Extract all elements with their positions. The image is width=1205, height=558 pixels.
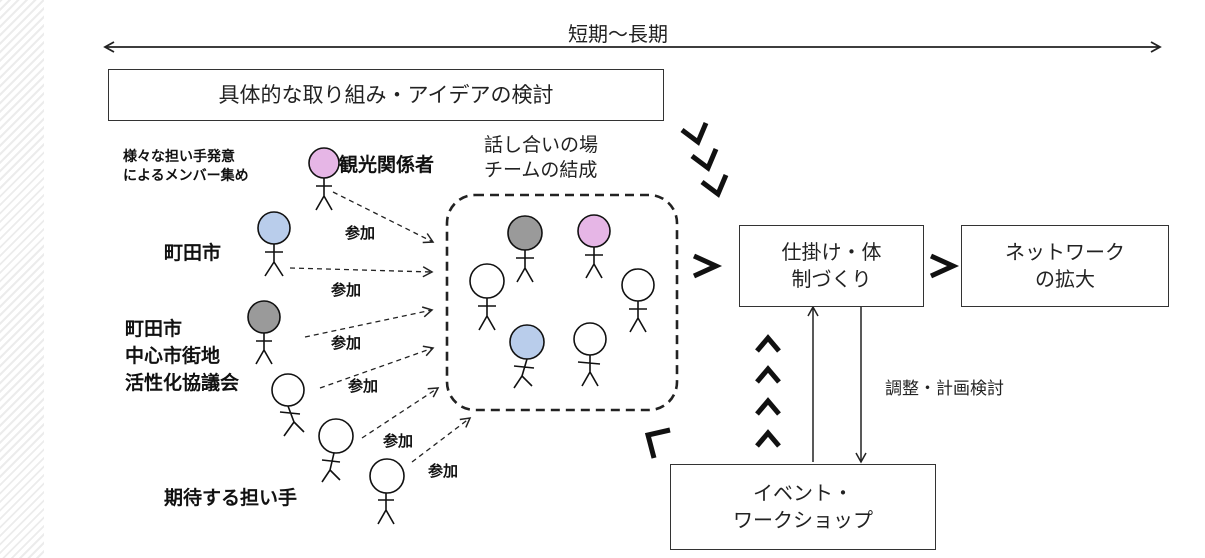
person-figure-runner-2 (318, 418, 354, 483)
chevron-down-icon (690, 148, 719, 172)
person-figure-forum-pink (577, 214, 611, 279)
adjust-label: 調整・計画検討 (885, 379, 1004, 399)
join-arrow-figure5 (361, 387, 440, 439)
forum-label: 話し合いの場 チームの結成 (484, 134, 599, 181)
label-machida-city: 町田市 (164, 242, 222, 264)
person-figure-council (247, 300, 281, 365)
person-figure-forum-white-1 (469, 263, 505, 331)
top-box-initiatives: 具体的な取り組み・アイデアの検討 (108, 69, 664, 121)
person-figure-expected (369, 458, 405, 525)
join-label: 参加 (383, 432, 414, 450)
person-figure-forum-blue (509, 324, 545, 389)
chevron-up-icon (755, 365, 781, 384)
join-label: 参加 (345, 224, 376, 242)
join-label: 参加 (331, 334, 362, 352)
label-tourism: 観光関係者 (339, 154, 435, 176)
box-system-building: 仕掛け・体 制づくり (739, 225, 924, 307)
box-network-expansion: ネットワーク の拡大 (961, 225, 1169, 307)
person-figure-forum-white-2 (621, 268, 655, 333)
forum-dashed-box (445, 193, 679, 412)
person-figure-forum-gray (507, 215, 543, 283)
join-label: 参加 (428, 462, 459, 480)
chevron-up-left-icon (644, 427, 671, 459)
chevron-up-icon (755, 397, 781, 416)
person-figure-city (257, 211, 291, 277)
box-event-workshop: イベント・ ワークショップ (670, 464, 936, 550)
join-arrow-council (304, 306, 434, 338)
join-arrow-tourism (332, 191, 435, 244)
recruit-note: 様々な担い手発意 によるメンバー集め (123, 149, 249, 184)
join-arrow-figure4 (319, 345, 435, 389)
person-figure-forum-white-3 (573, 322, 607, 387)
chevron-down-icon (700, 174, 729, 198)
timeline-label: 短期〜長期 (568, 22, 668, 46)
join-arrow-city (289, 266, 434, 278)
person-figure-tourism (308, 147, 340, 211)
label-council: 町田市 中心市街地 活性化協議会 (125, 318, 240, 394)
join-label: 参加 (331, 281, 362, 299)
hatched-margin (0, 0, 44, 558)
chevron-right-icon (929, 253, 960, 279)
chevron-up-icon (755, 334, 781, 353)
chevron-up-icon (755, 429, 781, 448)
person-figure-runner-1 (271, 373, 305, 437)
label-expected: 期待する担い手 (164, 487, 298, 509)
chevron-right-icon (692, 253, 723, 279)
join-arrow-figure6 (411, 417, 472, 463)
chevron-down-icon (680, 122, 709, 146)
join-label: 参加 (348, 377, 379, 395)
